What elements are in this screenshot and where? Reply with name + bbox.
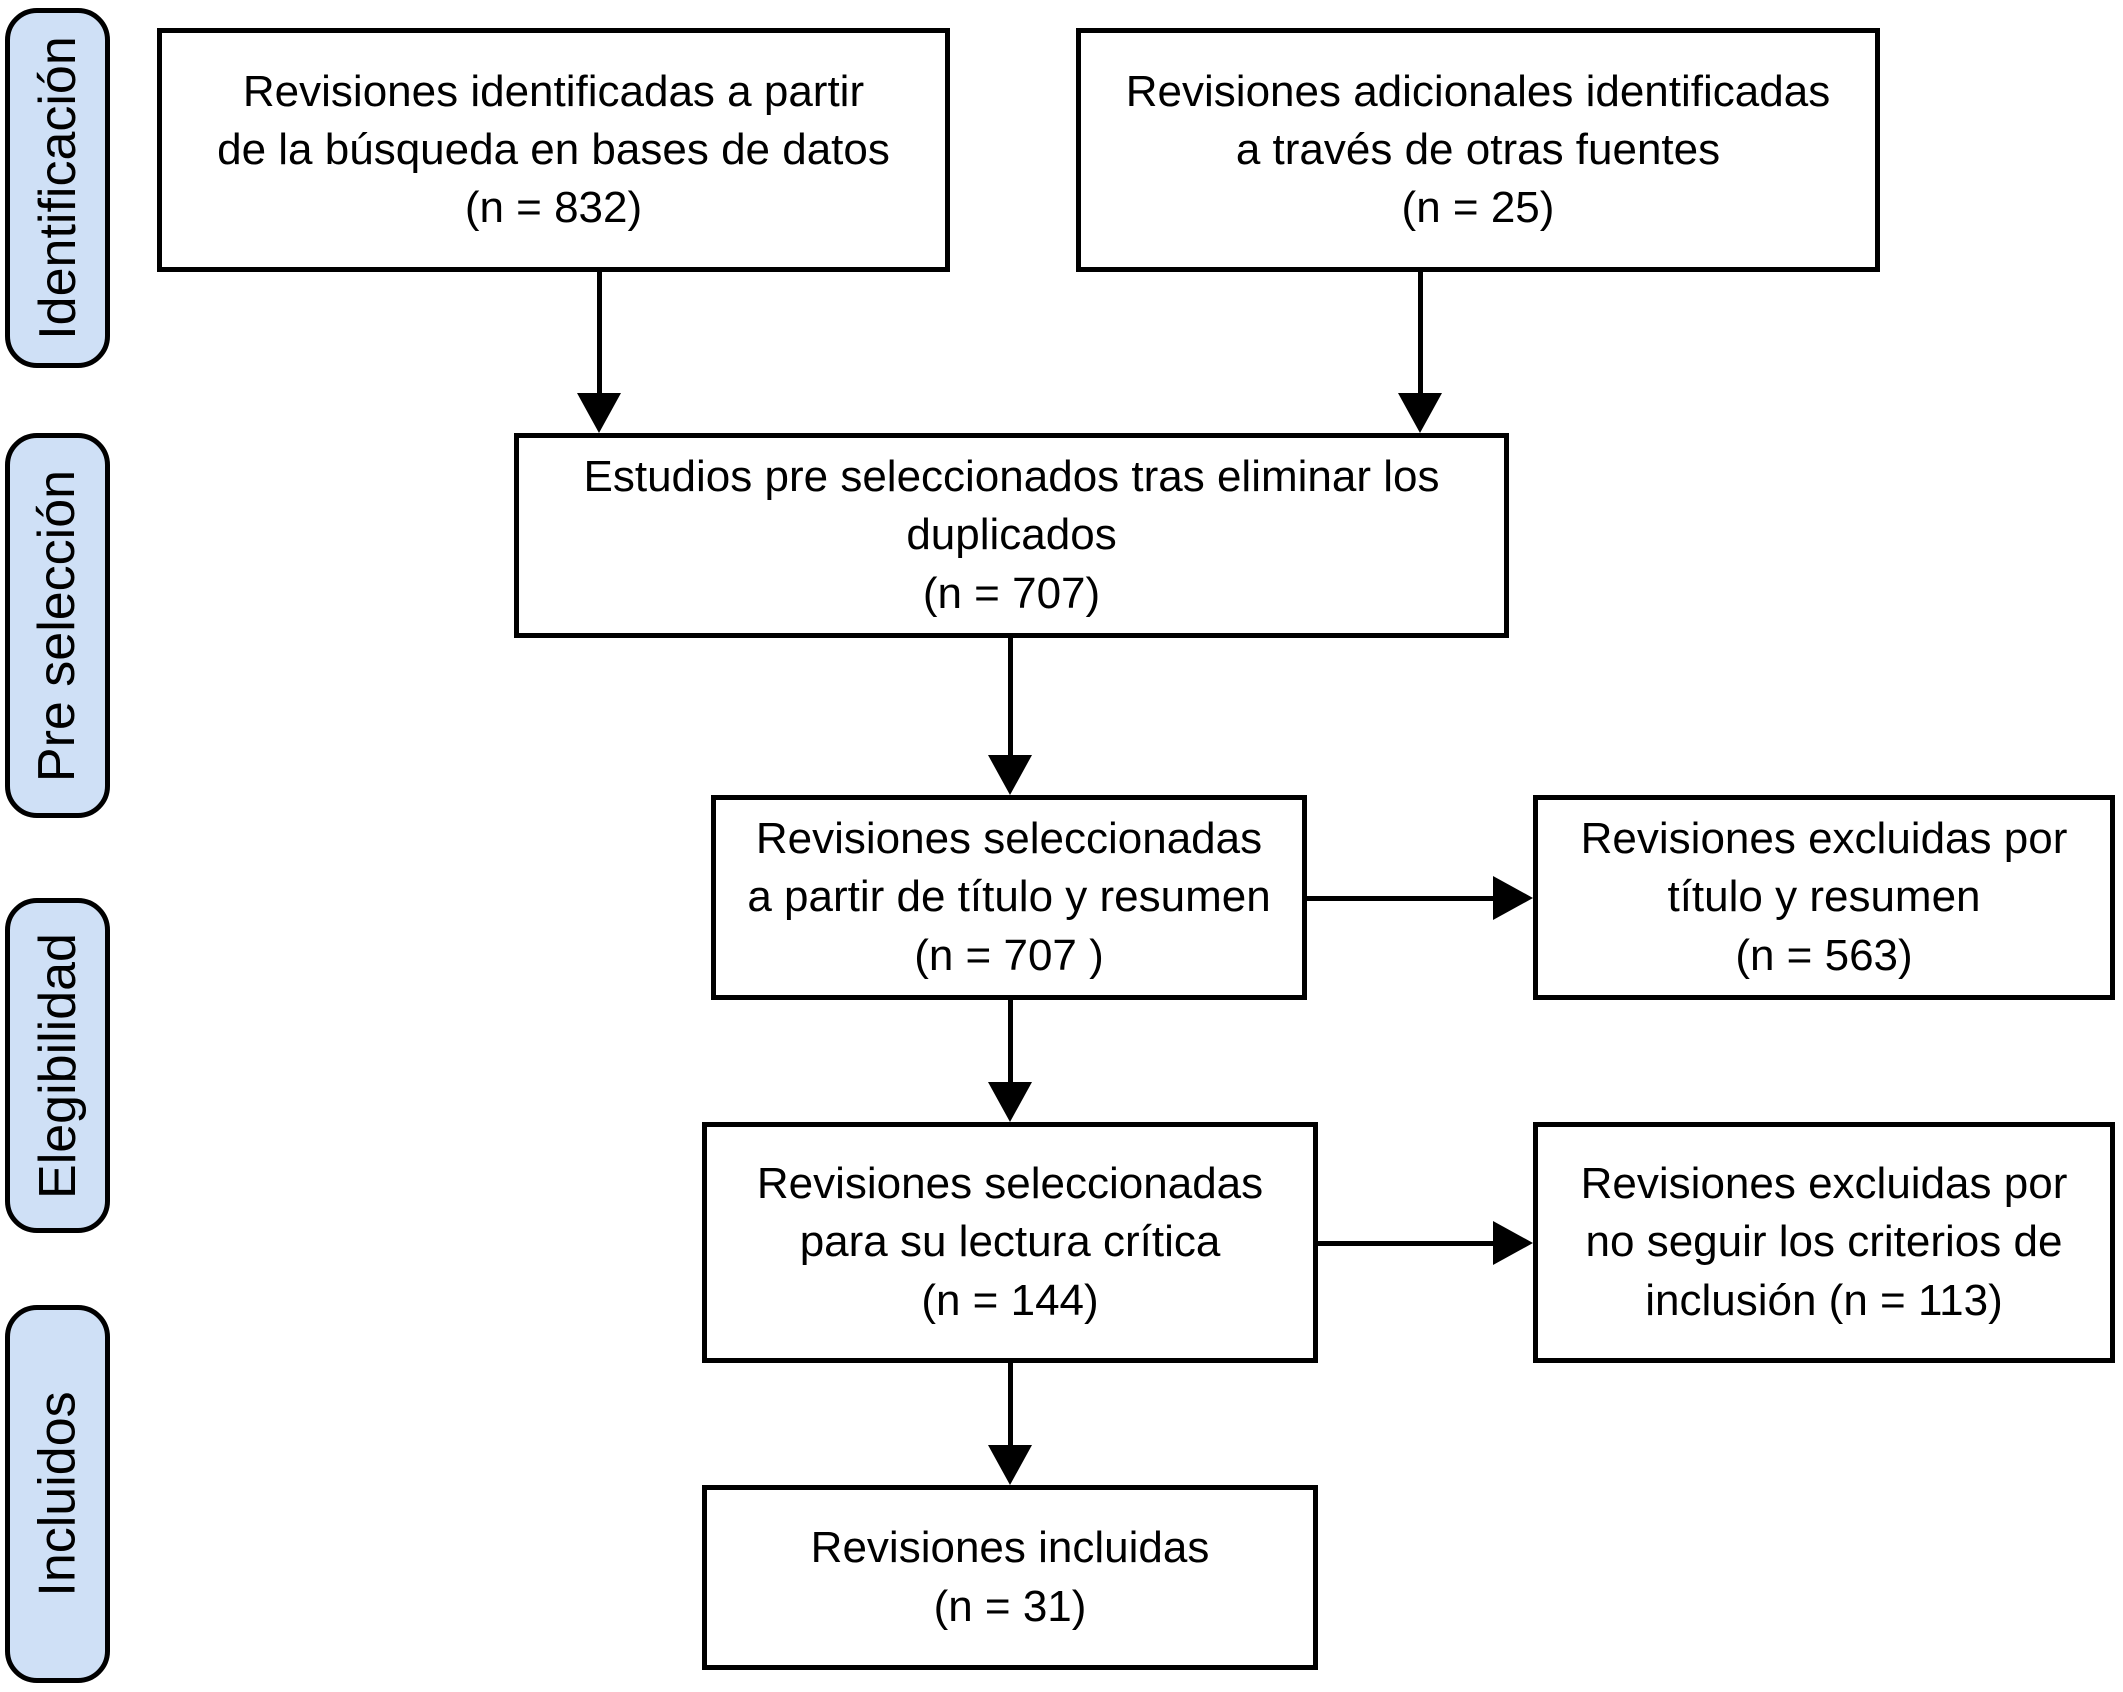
arrow-line xyxy=(1008,1363,1013,1448)
arrow-line xyxy=(1318,1241,1495,1246)
arrow-head-right-icon xyxy=(1493,1221,1533,1265)
stage-eligibility: Elegibilidad xyxy=(5,898,110,1233)
stage-screening-label: Pre selección xyxy=(28,469,87,782)
arrow-head-down-icon xyxy=(988,1445,1032,1485)
stage-identification-label: Identificación xyxy=(28,36,87,340)
arrow-line xyxy=(1008,1000,1013,1085)
box-title-abstract-excluded-text: Revisiones excluidas por título y resume… xyxy=(1580,814,2068,980)
box-additional-sources: Revisiones adicionales identificadas a t… xyxy=(1076,28,1880,272)
box-identified-database: Revisiones identificadas a partir de la … xyxy=(157,28,950,272)
box-deduplicated-text: Estudios pre seleccionados tras eliminar… xyxy=(583,452,1440,618)
box-identified-database-text: Revisiones identificadas a partir de la … xyxy=(217,66,890,233)
arrow-line xyxy=(1307,896,1497,901)
box-included: Revisiones incluidas (n = 31) xyxy=(702,1485,1318,1670)
box-criteria-excluded-text: Revisiones excluidas por no seguir los c… xyxy=(1580,1159,2068,1325)
arrow-line xyxy=(597,272,602,397)
arrow-head-down-icon xyxy=(988,755,1032,795)
box-included-text: Revisiones incluidas (n = 31) xyxy=(810,1523,1210,1631)
box-critical-reading-selected: Revisiones seleccionadas para su lectura… xyxy=(702,1122,1318,1363)
box-deduplicated: Estudios pre seleccionados tras eliminar… xyxy=(514,433,1509,638)
stage-included-label: Incluidos xyxy=(28,1391,87,1597)
box-critical-reading-selected-text: Revisiones seleccionadas para su lectura… xyxy=(756,1159,1264,1325)
stage-included: Incluidos xyxy=(5,1305,110,1683)
arrow-head-down-icon xyxy=(988,1082,1032,1122)
stage-eligibility-label: Elegibilidad xyxy=(28,932,87,1199)
stage-identification: Identificación xyxy=(5,8,110,368)
box-criteria-excluded: Revisiones excluidas por no seguir los c… xyxy=(1533,1122,2115,1363)
box-additional-sources-text: Revisiones adicionales identificadas a t… xyxy=(1125,66,1831,233)
box-title-abstract-selected-text: Revisiones seleccionadas a partir de tít… xyxy=(747,814,1271,980)
stage-screening: Pre selección xyxy=(5,433,110,818)
arrow-head-down-icon xyxy=(577,393,621,433)
box-title-abstract-excluded: Revisiones excluidas por título y resume… xyxy=(1533,795,2115,1000)
arrow-head-down-icon xyxy=(1398,393,1442,433)
arrow-head-right-icon xyxy=(1493,876,1533,920)
arrow-line xyxy=(1008,638,1013,758)
arrow-line xyxy=(1418,272,1423,397)
box-title-abstract-selected: Revisiones seleccionadas a partir de tít… xyxy=(711,795,1307,1000)
